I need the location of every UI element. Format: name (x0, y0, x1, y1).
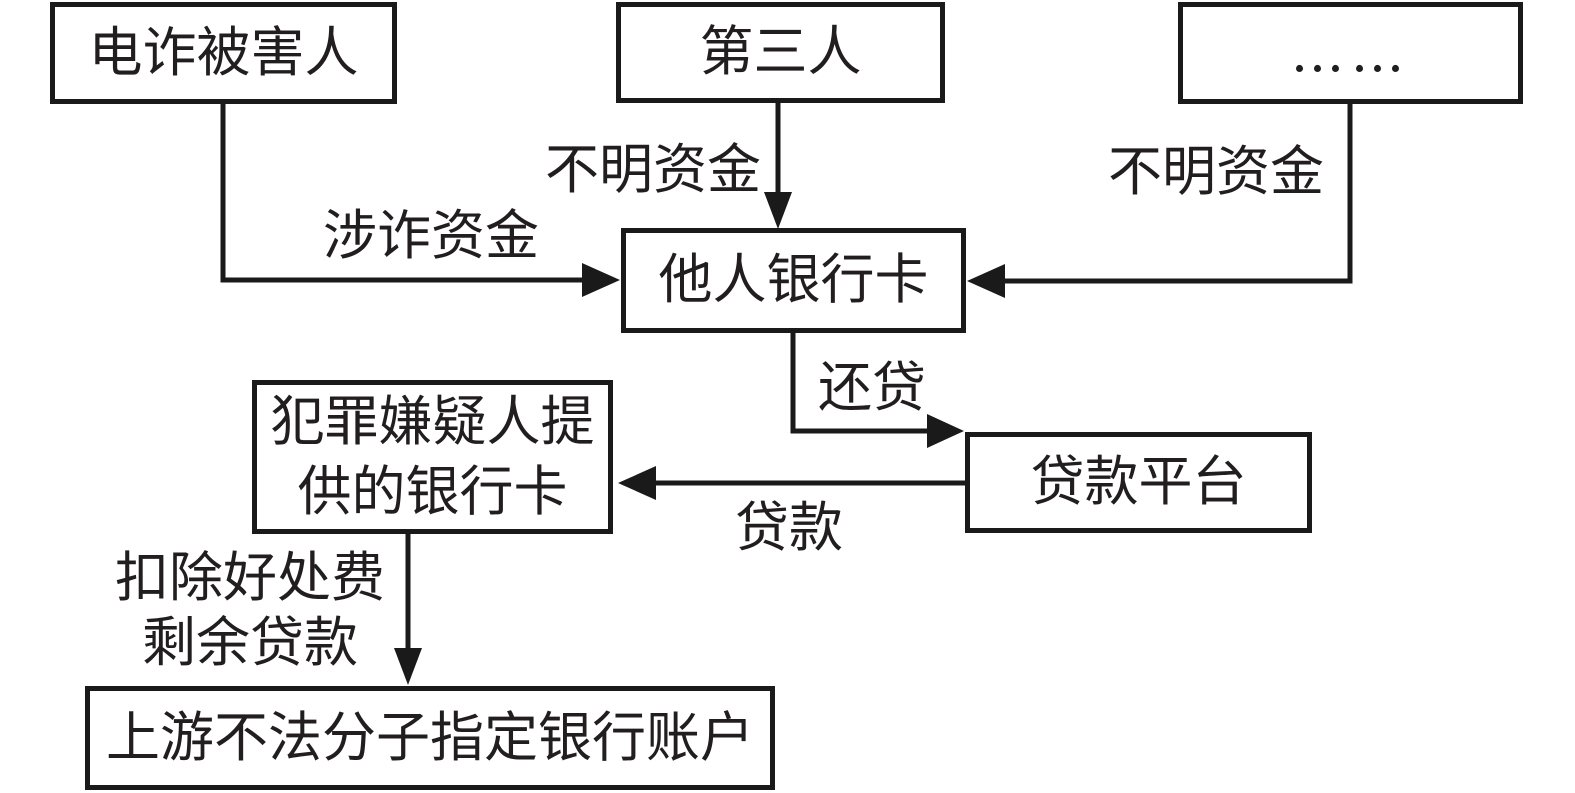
edge-third-party-to-others-card (764, 103, 792, 229)
node-victim-label: 电诈被害人 (88, 20, 359, 84)
node-third-party-label: 第三人 (699, 20, 862, 84)
edge-label-fraud-funds: 涉诈资金 (323, 204, 539, 267)
edge-label-unknown-funds-mid: 不明资金 (545, 138, 761, 201)
edge-suspect-card-to-upstream-account (394, 534, 422, 685)
edge-loan-platform-to-suspect-card (618, 466, 965, 500)
node-suspect-bank-card-label: 犯罪嫌疑人提供的银行卡 (270, 389, 595, 523)
node-loan-platform-label: 贷款平台 (1030, 450, 1247, 514)
edge-label-deduct-fee-remaining-loan: 扣除好处费剩余贷款 (115, 546, 385, 674)
edge-victim-to-others-card (220, 104, 620, 297)
node-victim: 电诈被害人 (50, 2, 397, 104)
node-others-bank-card-label: 他人银行卡 (658, 248, 929, 312)
edge-label-loan: 贷款 (735, 496, 843, 559)
node-other-sources-label: …… (1290, 20, 1411, 84)
node-others-bank-card: 他人银行卡 (621, 228, 966, 333)
node-upstream-account: 上游不法分子指定银行账户 (85, 686, 775, 790)
node-loan-platform: 贷款平台 (965, 432, 1312, 533)
node-third-party: 第三人 (616, 2, 945, 103)
edge-label-unknown-funds-right: 不明资金 (1108, 140, 1324, 203)
node-suspect-bank-card: 犯罪嫌疑人提供的银行卡 (252, 380, 613, 534)
edge-others-card-to-loan-platform (790, 333, 964, 448)
node-other-sources: …… (1178, 2, 1523, 104)
edge-other-sources-to-others-card (967, 104, 1353, 298)
edge-label-repay-loan: 还贷 (818, 356, 926, 419)
node-upstream-account-label: 上游不法分子指定银行账户 (106, 705, 754, 769)
